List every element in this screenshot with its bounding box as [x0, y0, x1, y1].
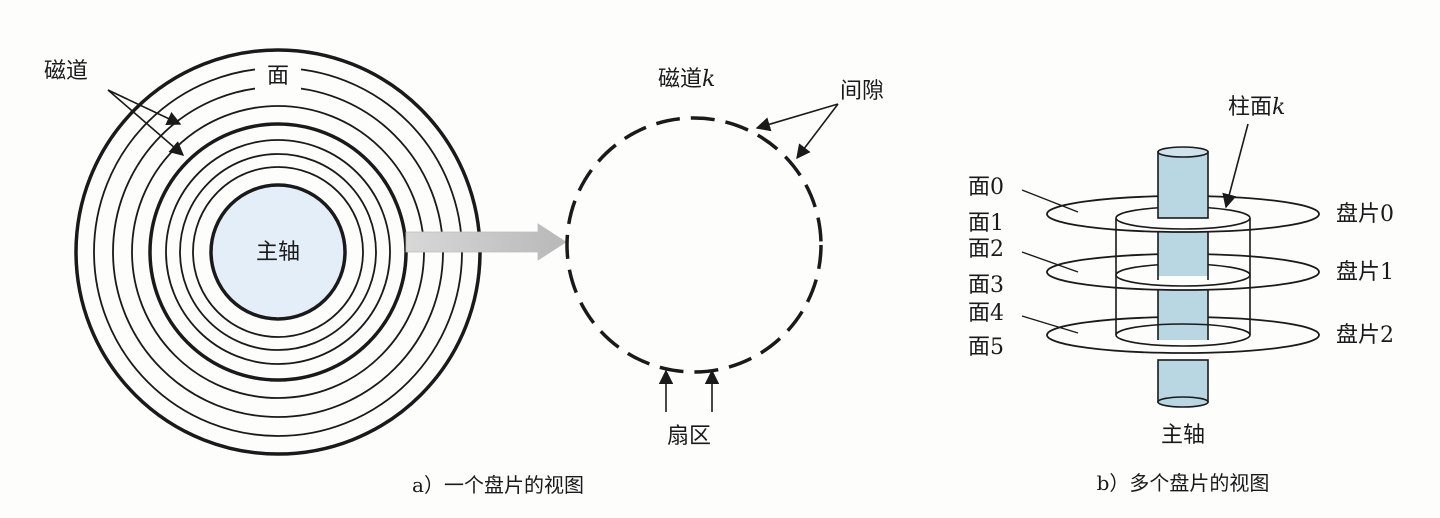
surface-3-label: 面3 — [968, 273, 1004, 298]
track-ring — [179, 153, 377, 351]
zoom-arrow — [405, 223, 567, 261]
spindle-label: 主轴 — [256, 240, 300, 265]
gap-pointer-arrow — [796, 103, 839, 160]
spindle-bottom — [1157, 359, 1209, 403]
caption-a: a）一个盘片的视图 — [412, 473, 584, 497]
surface-2-label: 面2 — [968, 237, 1004, 262]
platter-2-label: 盘片2 — [1336, 323, 1394, 348]
spindle-bottom-end — [1157, 396, 1209, 408]
surface-label: 面 — [267, 64, 289, 89]
platter-0-label: 盘片0 — [1336, 202, 1394, 227]
cylinder-pointer-arrow — [1222, 123, 1249, 209]
surface-5-label: 面5 — [968, 335, 1004, 360]
platter-single-view: 主轴 面 磁道 — [44, 48, 482, 456]
track-pointer-arrow — [107, 89, 182, 125]
track-pointer-arrow — [107, 89, 185, 156]
track-k-sectors — [565, 116, 823, 374]
track-label: 磁道 — [44, 59, 88, 84]
track-ring — [192, 166, 364, 338]
spindle-top-end — [1157, 146, 1209, 158]
spindle-hub — [209, 183, 347, 321]
platter-stack-view: 柱面k 面0 面1 面2 面3 面4 面5 盘片0 盘片1 盘片2 主轴 — [968, 95, 1394, 448]
spindle-top — [1157, 151, 1209, 219]
track-k-detail: 磁道k 间隙 扇区 — [565, 67, 884, 449]
gaps-label: 间隙 — [840, 79, 884, 104]
spindle-mid-lower — [1158, 288, 1208, 340]
track-k-label: 磁道k — [658, 67, 715, 92]
surface-leader — [1021, 251, 1079, 273]
zoom-arrow-shape — [405, 223, 567, 261]
track-ring — [165, 139, 391, 365]
surface-label-bg — [255, 56, 301, 92]
surface-leader — [1021, 189, 1079, 213]
surface-4-label: 面4 — [968, 301, 1004, 326]
caption-b: b）多个盘片的视图 — [1097, 471, 1270, 495]
gap-pointer-arrow — [755, 103, 839, 132]
surface-leader — [1021, 315, 1079, 334]
sectors-label: 扇区 — [667, 424, 711, 449]
surface-1-label: 面1 — [968, 211, 1004, 236]
surface-0-label: 面0 — [968, 175, 1004, 200]
cylinder-k-label: 柱面k — [1228, 95, 1285, 120]
spindle-stack-label: 主轴 — [1161, 423, 1205, 448]
platter-1-label: 盘片1 — [1336, 260, 1394, 285]
